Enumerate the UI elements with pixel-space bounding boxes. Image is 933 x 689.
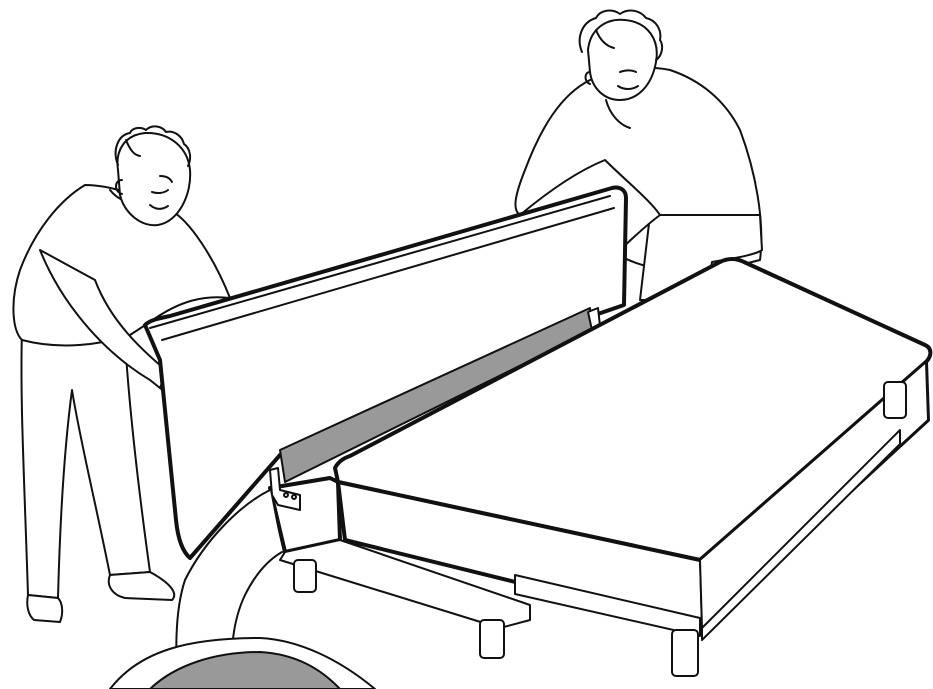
person-left-legs xyxy=(21,330,150,598)
person-left-shoe-back xyxy=(27,595,62,622)
person-left-head xyxy=(116,126,191,225)
bed-left-leg-2 xyxy=(480,620,504,658)
bed-right-leg-front xyxy=(672,630,698,676)
person-left-shoe-front xyxy=(109,572,174,600)
bed-right-leg-back xyxy=(884,382,906,418)
bed-left-leg-1 xyxy=(294,560,316,592)
